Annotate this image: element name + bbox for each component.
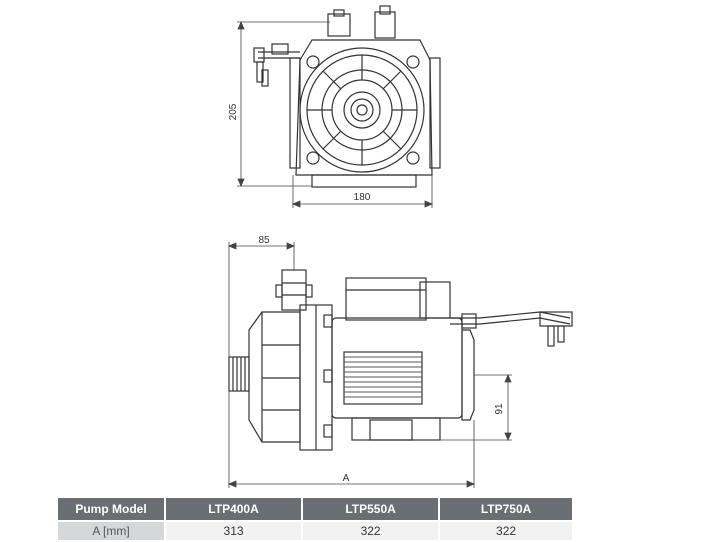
length-dimension-label: A	[343, 473, 350, 484]
fan-guard-outer	[299, 47, 425, 173]
bolt-top-left	[306, 55, 320, 69]
cell-a-model-1: 313	[166, 520, 304, 540]
motor-fins	[343, 351, 423, 405]
bolt-bottom-right	[406, 151, 420, 165]
top-connector-left	[327, 13, 351, 37]
terminal-box	[345, 277, 427, 321]
inlet-pipe	[228, 356, 250, 392]
pump-technical-drawing: 205 180	[227, 5, 573, 488]
front-width-dimension: 180	[354, 192, 371, 203]
pump-spec-table: Pump Model LTP400A LTP550A LTP750A A [mm…	[58, 498, 572, 540]
bolt-top-right	[406, 55, 420, 69]
outlet-fitting	[281, 269, 307, 311]
top-connector-left-cap	[333, 9, 345, 17]
front-base	[311, 174, 417, 188]
top-connector-right	[374, 11, 396, 39]
side-view	[228, 269, 573, 451]
header-model-2: LTP550A	[303, 498, 441, 520]
header-model-1: LTP400A	[166, 498, 304, 520]
table-header-row: Pump Model LTP400A LTP550A LTP750A	[58, 498, 572, 520]
row-label-a: A [mm]	[58, 520, 166, 540]
front-height-dimension: 205	[228, 103, 239, 120]
front-body-outline	[295, 39, 433, 176]
motor-body	[331, 317, 463, 419]
cell-a-model-2: 322	[303, 520, 441, 540]
top-connector-right-cap	[379, 5, 391, 15]
header-pump-model: Pump Model	[58, 498, 166, 520]
axis-height-dimension: 91	[494, 403, 505, 415]
front-cable-fitting	[253, 47, 265, 63]
front-flange-right	[429, 57, 441, 169]
motor-fin-lines	[344, 356, 422, 398]
power-cable	[450, 311, 571, 319]
pump-housing	[248, 311, 301, 443]
header-model-3: LTP750A	[440, 498, 572, 520]
side-dimensions	[227, 242, 512, 488]
bolt-bottom-left	[306, 151, 320, 165]
front-view	[253, 5, 441, 188]
table-row: A [mm] 313 322 322	[58, 520, 572, 540]
motor-foot	[351, 417, 441, 441]
motor-end-cap	[461, 329, 475, 421]
inlet-dimension: 85	[258, 235, 270, 246]
cell-a-model-3: 322	[440, 520, 572, 540]
front-dimensions	[237, 20, 434, 208]
